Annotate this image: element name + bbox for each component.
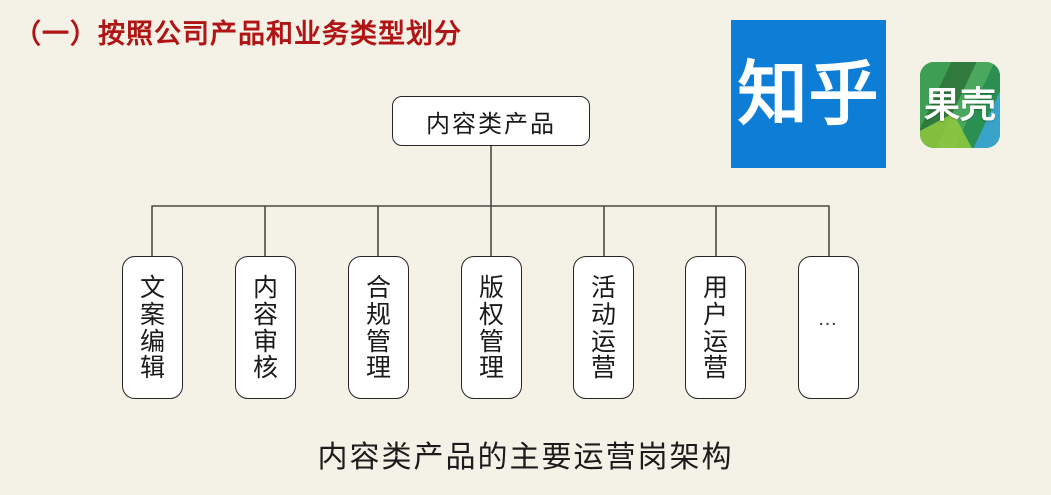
node-char: 案 <box>139 300 165 329</box>
node-char: 理 <box>478 354 504 383</box>
node-char: … <box>817 308 840 330</box>
slide-title: （一）按照公司产品和业务类型划分 <box>14 19 462 49</box>
guokr-logo-text: 果壳 <box>923 84 996 125</box>
diagram-caption: 内容类产品的主要运营岗架构 <box>317 441 734 474</box>
node-char: 文 <box>139 274 165 302</box>
org-node-copywriting[interactable]: 文 案 编 辑 <box>122 256 183 399</box>
node-char: 编 <box>139 327 165 356</box>
node-char: 规 <box>365 300 391 329</box>
node-char: 内 <box>252 274 278 302</box>
node-char: 核 <box>252 354 278 383</box>
org-node-compliance[interactable]: 合 规 管 理 <box>348 256 409 399</box>
node-char: 理 <box>365 354 391 383</box>
org-node-user-ops[interactable]: 用 户 运 营 <box>685 256 746 399</box>
node-char: 动 <box>590 300 616 329</box>
node-char: 容 <box>252 300 278 329</box>
node-char: 版 <box>478 274 504 302</box>
node-char: 运 <box>590 327 616 356</box>
node-char: 营 <box>590 354 616 383</box>
node-char: 管 <box>365 327 391 356</box>
node-char: 辑 <box>139 354 165 383</box>
node-char: 权 <box>478 300 504 329</box>
node-char: 户 <box>702 300 728 329</box>
node-char: 审 <box>252 327 278 356</box>
org-node-copyright[interactable]: 版 权 管 理 <box>461 256 522 399</box>
node-char: 营 <box>702 354 728 383</box>
node-char: 管 <box>478 327 504 356</box>
org-node-root-label: 内容类产品 <box>426 110 556 138</box>
org-node-more[interactable]: … <box>798 256 859 399</box>
org-node-content-review[interactable]: 内 容 审 核 <box>235 256 296 399</box>
node-char: 活 <box>590 274 616 302</box>
org-node-campaign-ops[interactable]: 活 动 运 营 <box>573 256 634 399</box>
guokr-logo: 果壳 <box>920 62 1000 148</box>
org-node-root[interactable]: 内容类产品 <box>392 96 590 146</box>
node-char: 用 <box>702 274 728 302</box>
zhihu-logo-text: 知乎 <box>737 55 880 133</box>
node-char: 合 <box>365 274 391 302</box>
zhihu-logo: 知乎 <box>731 20 886 168</box>
node-char: 运 <box>702 327 728 356</box>
